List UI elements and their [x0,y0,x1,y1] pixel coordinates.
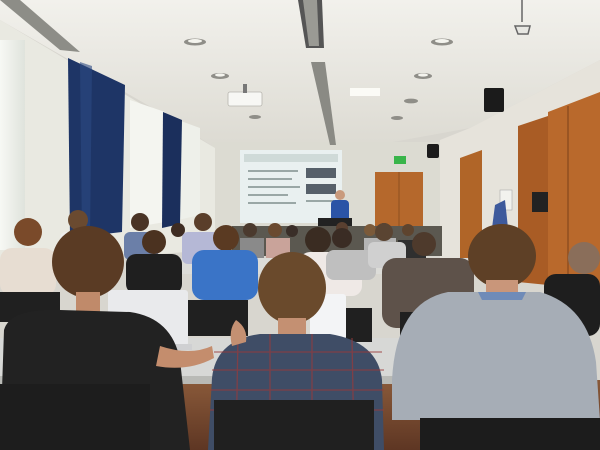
exit-sign [394,156,406,164]
light-strip [311,62,336,145]
ceiling-projector [227,91,263,107]
slide-box [306,184,336,194]
slide-text-line [248,170,298,172]
student-front-right [392,224,600,420]
slide-text-line [248,186,300,188]
camera-cable [513,0,531,35]
coat-on-hook [492,200,508,228]
presenter [318,190,352,226]
slide-text-line [248,194,288,196]
loudspeaker [427,144,439,158]
light-strip [303,0,319,46]
wood-panel [548,92,600,290]
light-strip [0,0,80,52]
audience-middle [0,210,600,336]
wall-device [532,192,548,212]
window [130,100,165,228]
slide-header [244,154,338,162]
window [178,120,200,220]
slide-text-line [306,200,334,202]
slide-text-line [248,178,292,180]
curtain [80,62,92,237]
downlight-glow [188,39,449,77]
loudspeaker [484,88,504,112]
projector-mount [243,84,247,93]
ceiling [0,0,600,148]
chairs [0,384,600,450]
slide-text-line [248,202,296,204]
window [0,40,25,250]
slide-box [306,168,336,178]
ceiling-panel [350,88,380,96]
curtain [162,112,182,228]
